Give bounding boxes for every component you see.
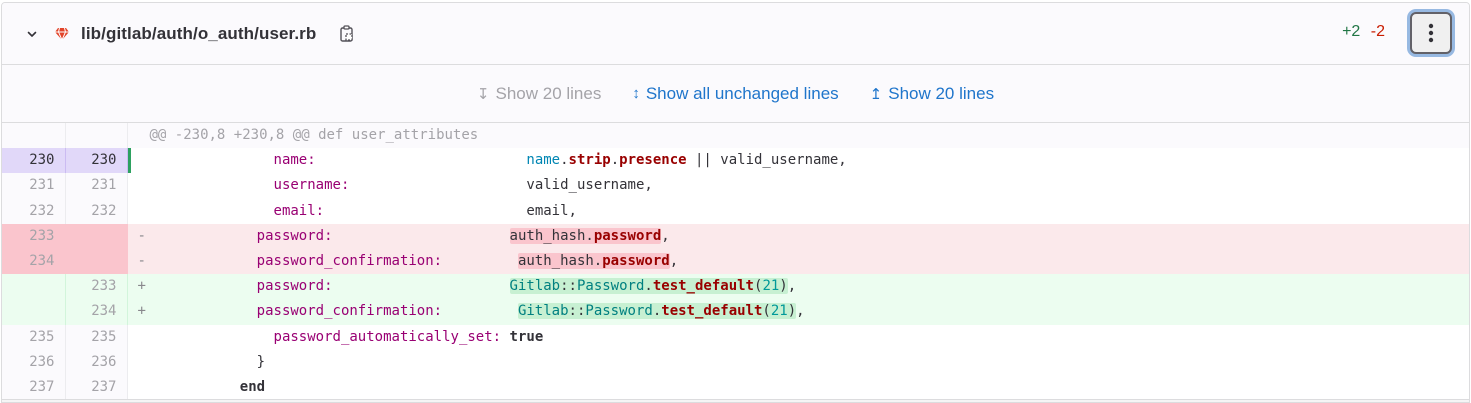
old-line-number[interactable]: 237: [2, 374, 66, 401]
old-line-number[interactable]: 236: [2, 349, 66, 375]
diff-line-added: 234 + password_confirmation: Gitlab::Pas…: [2, 299, 1469, 325]
lines-added: +2: [1342, 23, 1361, 40]
lines-removed: -2: [1370, 23, 1385, 40]
copy-to-clipboard-icon[interactable]: [337, 24, 357, 44]
new-line-number[interactable]: 230: [65, 148, 128, 174]
line-content: }: [256, 353, 266, 370]
expand-up-icon: ↥: [869, 85, 883, 103]
line-content: email: email,: [273, 202, 577, 219]
show-20-lines-above-label: Show 20 lines: [495, 83, 602, 103]
new-line-number[interactable]: 235: [65, 324, 128, 350]
new-line-number[interactable]: 232: [65, 198, 128, 224]
show-all-unchanged-lines-button[interactable]: ↕ Show all unchanged lines: [632, 84, 838, 104]
old-line-number[interactable]: 231: [2, 173, 66, 199]
diff-line-added: 233 + password: Gitlab::Password.test_de…: [2, 274, 1469, 300]
show-20-lines-above-button[interactable]: ↧ Show 20 lines: [477, 84, 601, 104]
diff-line: 230 230 name: name.strip.presence || val…: [2, 148, 1469, 174]
new-line-number[interactable]: 231: [65, 173, 128, 199]
line-content: name: name.strip.presence || valid_usern…: [127, 148, 1469, 173]
old-line-number[interactable]: 232: [2, 198, 66, 224]
line-content: + password_confirmation: Gitlab::Passwor…: [127, 299, 1469, 325]
diff-line: 236 236 }: [2, 349, 1469, 375]
new-line-number[interactable]: 233: [65, 274, 128, 300]
diff-line: 232 232 email: email,: [2, 198, 1469, 224]
line-content: username: valid_username,: [273, 177, 653, 194]
diff-line-removed: 234 - password_confirmation: auth_hash.p…: [2, 248, 1469, 275]
old-line-number[interactable]: 235: [2, 324, 66, 350]
diff-line: 231 231 username: valid_username,: [2, 173, 1469, 199]
ruby-gem-icon: [54, 26, 70, 42]
new-line-number[interactable]: [65, 248, 128, 275]
diff-line: 237 237 end: [2, 374, 1469, 401]
line-content: + password: Gitlab::Password.test_defaul…: [127, 274, 1469, 300]
line-content: - password_confirmation: auth_hash.passw…: [127, 248, 1469, 275]
old-line-number[interactable]: [2, 299, 66, 325]
hunk-header-row: @@ -230,8 +230,8 @@ def user_attributes: [2, 123, 1469, 149]
diff-table: @@ -230,8 +230,8 @@ def user_attributes …: [2, 123, 1469, 401]
old-line-number[interactable]: 234: [2, 248, 66, 275]
old-line-number[interactable]: [2, 274, 66, 300]
diff-stats: +2 -2: [1342, 23, 1385, 41]
new-line-number[interactable]: [65, 223, 128, 249]
expand-down-icon: ↧: [476, 85, 490, 103]
chevron-down-icon[interactable]: [24, 26, 40, 42]
old-line-number[interactable]: 230: [2, 148, 66, 174]
new-line-number[interactable]: 236: [65, 349, 128, 375]
hunk-header: @@ -230,8 +230,8 @@ def user_attributes: [127, 123, 1469, 149]
line-content: password_automatically_set: true: [273, 328, 544, 345]
new-line-number[interactable]: 237: [65, 374, 128, 401]
expand-lines-bar: ↧ Show 20 lines ↕ Show all unchanged lin…: [2, 65, 1469, 123]
line-content: end: [239, 378, 266, 395]
file-path[interactable]: lib/gitlab/auth/o_auth/user.rb: [81, 23, 317, 43]
diff-line: 235 235 password_automatically_set: true: [2, 324, 1469, 350]
show-20-lines-below-button[interactable]: ↥ Show 20 lines: [870, 84, 994, 104]
show-all-unchanged-lines-label: Show all unchanged lines: [645, 83, 839, 103]
old-line-number[interactable]: 233: [2, 223, 66, 249]
file-header: lib/gitlab/auth/o_auth/user.rb +2 -2: [2, 3, 1469, 65]
expand-all-icon: ↕: [632, 85, 640, 102]
show-20-lines-below-label: Show 20 lines: [888, 83, 995, 103]
diff-line-removed: 233 - password: auth_hash.password,: [2, 223, 1469, 249]
kebab-menu-icon: [1428, 23, 1434, 43]
new-line-number[interactable]: 234: [65, 299, 128, 325]
file-bottom-border: [2, 399, 1469, 402]
options-button[interactable]: [1410, 12, 1452, 54]
line-content: - password: auth_hash.password,: [127, 223, 1469, 249]
